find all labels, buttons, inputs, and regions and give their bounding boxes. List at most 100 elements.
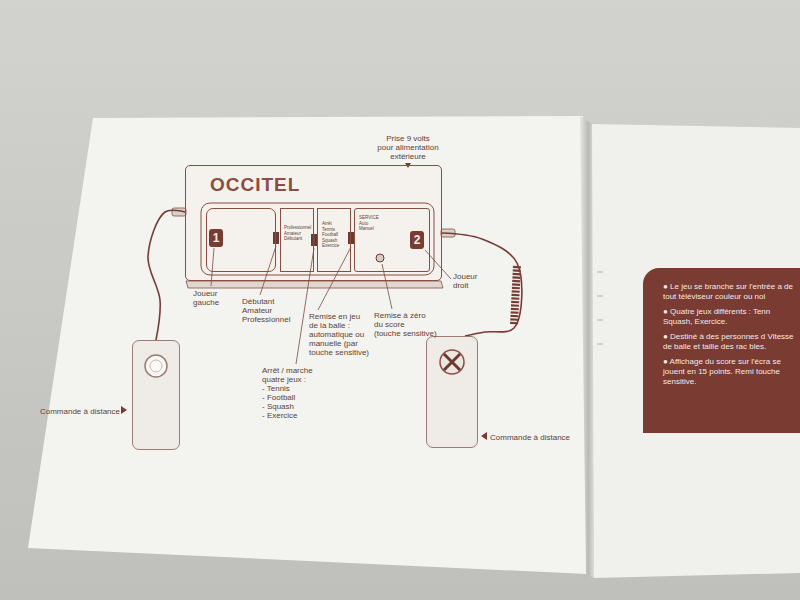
feature-bullet: ● Quatre jeux différents : Tenn Squash, … [663,307,796,327]
page-fold [580,116,594,578]
text-line: droit [453,281,477,290]
text-line: manuelle (par [309,339,369,348]
label-slot: Joueur gauche [193,289,219,307]
text-line: Professionnel [284,225,311,231]
text-line: Professionnel [242,315,290,324]
text-line: extérieure [377,152,438,161]
brand-logo: OCCITEL [210,174,300,196]
leader-line [382,264,392,309]
console-housing: 1 Professionnel Amateur Débutant Arrêt Ten… [185,165,442,281]
text-line: touche sensitive) [309,348,369,357]
player-number: 1 [209,229,223,247]
text-slot: OCCITEL [210,174,300,196]
text-line: - Tennis [262,384,313,393]
label-slot: Remise à zéro du score (touche sensitive… [374,311,437,338]
callout-label: Joueur gauche [193,289,219,307]
switch-label: Professionnel Amateur Débutant [284,225,311,242]
text-slot: ● Destiné à des personnes d Vitesse de b… [663,332,796,352]
text-slot: 1 [209,229,223,247]
text-line: Arrêt / marche [262,366,313,375]
callout-label: Remise à zéro du score (touche sensitive… [374,311,437,338]
right-page [590,124,800,578]
text-line: Débutant [242,297,290,306]
text-line: Joueur [193,289,219,298]
leader-line [425,250,451,279]
pointer-triangle [481,432,487,440]
text-line: Joueur [453,272,477,281]
text-line: Débutant [284,236,311,242]
console-top [185,165,442,281]
text-slot: Arrêt Tennis Football Squash Exercice [322,221,339,249]
text-line: quatre jeux : [262,375,313,384]
page-marks [597,272,603,344]
switch-panel: Professionnel Amateur Débutant [280,208,314,272]
text-line: (touche sensitive) [374,329,437,338]
page-mark [597,296,603,297]
remote-controller: Commande à distance [132,340,180,450]
text-slot: Professionnel Amateur Débutant [284,225,311,242]
text-line: Manuel [359,226,379,232]
cord-wire [442,233,522,336]
player-number: 2 [410,231,424,249]
text-slot: ● Quatre jeux différents : Tenn Squash, … [663,307,796,327]
page-mark [597,344,603,345]
text-line: Remise à zéro [374,311,437,320]
text-line: Arrêt [322,221,339,227]
label-slot: Arrêt / marche quatre jeux : - Tennis - … [262,366,313,420]
text-slot: 2 [410,231,424,249]
text-line: SERVICE [359,215,379,221]
control-surround [201,203,434,275]
label-slot: Prise 9 volts pour alimentation extérieu… [377,134,438,161]
text-line: Tennis [322,227,339,233]
console-front [186,281,443,288]
text-line: pour alimentation [377,143,438,152]
callout-label: Débutant Amateur Professionnel [242,297,290,324]
text-slot: SERVICE Auto Manuel [359,215,379,232]
leader-lines [211,246,451,364]
cord-wire [148,210,185,340]
page-mark [597,272,603,273]
switch-label: Arrêt Tennis Football Squash Exercice [322,221,339,249]
text-slot: Commande à distance [490,433,570,442]
leader-line [318,247,351,310]
text-line: automatique ou [309,330,369,339]
controller-body [132,340,180,450]
page-mark [597,320,603,321]
coiled-cord [514,266,517,325]
text-line: - Exercice [262,411,313,420]
player-panel: SERVICE Auto Manuel 2 [354,208,430,272]
callout-label: Remise en jeu de la balle : automatique … [309,312,369,357]
text-slot: ● Affichage du score sur l'écra se jouen… [663,357,796,387]
text-line: - Football [262,393,313,402]
text-line: Squash [322,238,339,244]
player-panel: 1 [206,208,276,272]
left-page [28,116,587,574]
knob-grip [444,354,460,370]
text-line: de la balle : [309,321,369,330]
text-line: Commande à distance [40,407,120,416]
label-slot: Débutant Amateur Professionnel [242,297,290,324]
controller-knob [440,350,464,374]
pointer-triangle [121,406,127,414]
text-line: du score [374,320,437,329]
text-line: Exercice [322,243,339,249]
leader-line [260,246,276,295]
switch-label: SERVICE Auto Manuel [359,215,379,232]
text-line: Prise 9 volts [377,134,438,143]
callout-label: Arrêt / marche quatre jeux : - Tennis - … [262,366,313,420]
feature-bullet: ● Le jeu se branche sur l'entrée a de to… [663,282,796,302]
reset-button [376,254,384,262]
info-panel: ● Le jeu se branche sur l'entrée a de to… [643,268,800,433]
feature-bullet: ● Destiné à des personnes d Vitesse de b… [663,332,796,352]
callout-label: Joueur droit [453,272,477,290]
feature-bullet: ● Affichage du score sur l'écra se jouen… [663,357,796,387]
text-slot: Commande à distance [40,407,120,416]
controller-body [426,336,478,448]
text-line: Amateur [284,231,311,237]
label-slot: Remise en jeu de la balle : automatique … [309,312,369,357]
controller-knob [145,355,167,377]
remote-controller: Commande à distance [426,336,478,448]
callout-label: Prise 9 volts pour alimentation extérieu… [377,134,438,161]
